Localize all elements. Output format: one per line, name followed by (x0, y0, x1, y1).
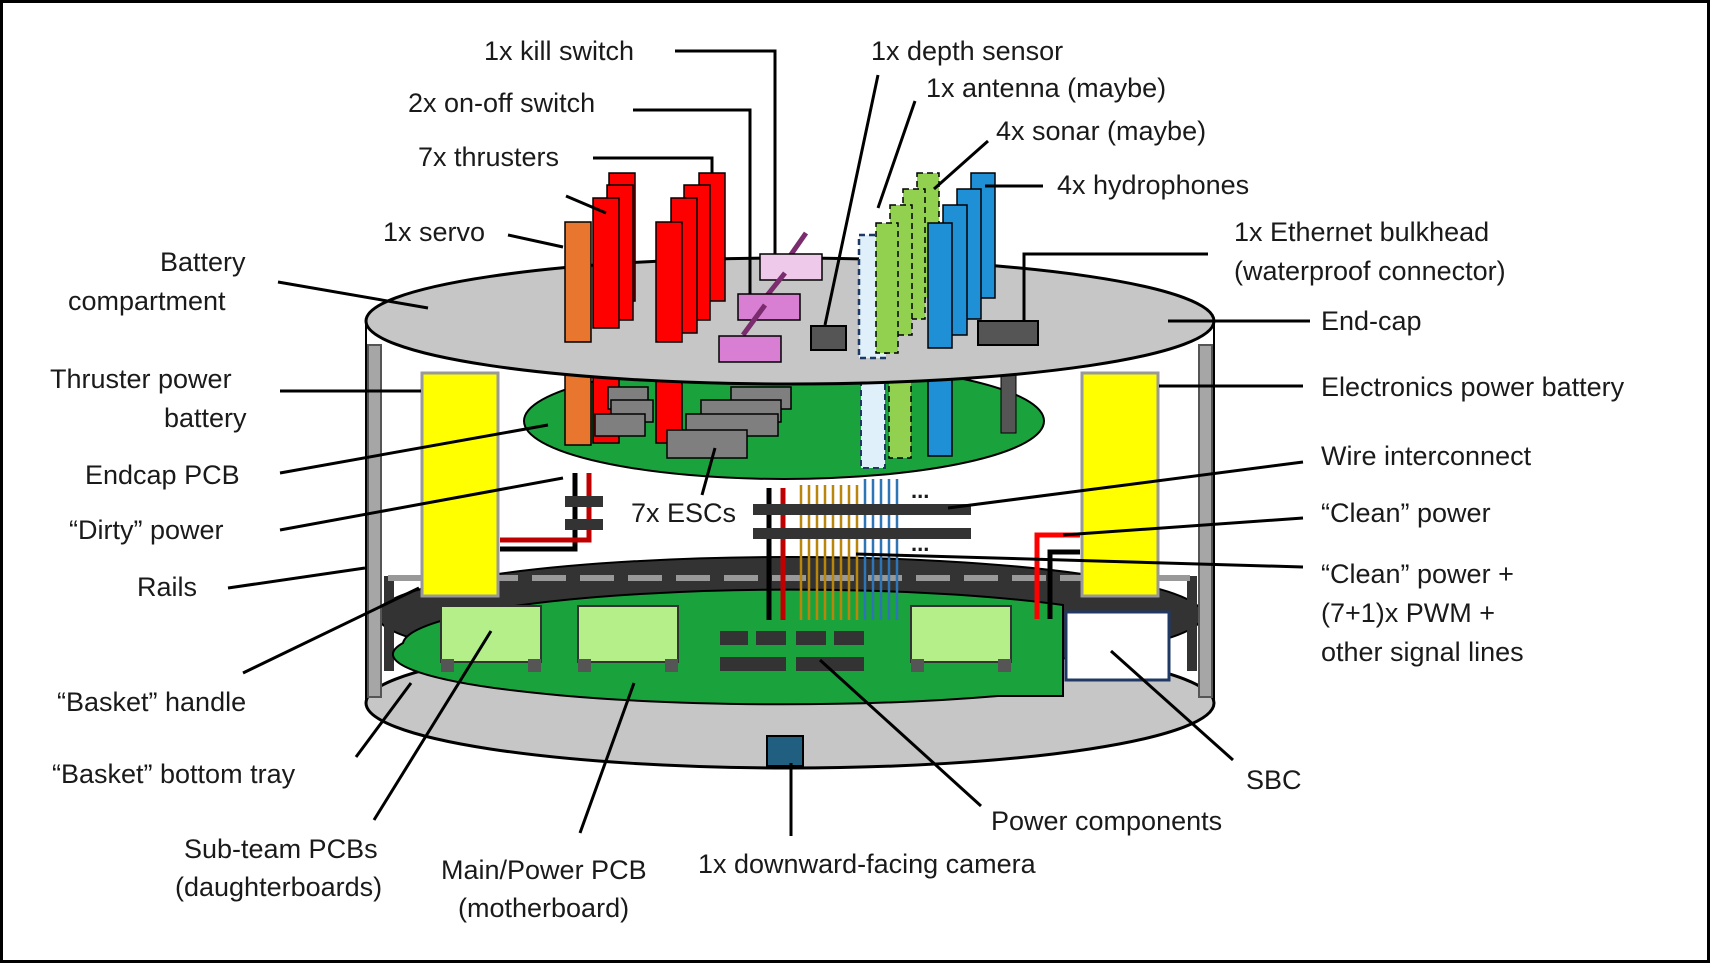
label-thruster-battery-2: battery (164, 403, 247, 433)
label-battery-compartment-2: compartment (68, 286, 226, 316)
basket-handle-right (1187, 576, 1197, 671)
label-on-off-switch: 2x on-off switch (408, 88, 595, 118)
kill-switch (759, 253, 823, 281)
label-ethernet-2: (waterproof connector) (1234, 256, 1506, 286)
label-camera: 1x downward-facing camera (698, 849, 1037, 879)
label-dirty-power: “Dirty” power (69, 515, 224, 545)
label-power-components: Power components (991, 806, 1222, 836)
daughterboard-2 (577, 605, 679, 672)
daughterboard-1 (440, 605, 542, 672)
hydrophone-lower (927, 367, 953, 457)
label-battery-compartment-1: Battery (160, 247, 246, 277)
label-kill-switch: 1x kill switch (484, 36, 634, 66)
hydrophones (927, 172, 996, 349)
label-servo: 1x servo (383, 217, 485, 247)
label-basket-handle: “Basket” handle (57, 687, 246, 717)
basket-handle-left (384, 576, 394, 671)
label-rails: Rails (137, 572, 197, 602)
label-esc: 7x ESCs (631, 498, 736, 528)
antenna-lower (860, 367, 886, 469)
label-antenna: 1x antenna (maybe) (926, 73, 1166, 103)
dirty-power-connector-2 (565, 519, 603, 530)
label-endcap-pcb: Endcap PCB (85, 460, 240, 490)
label-thrusters: 7x thrusters (418, 142, 559, 172)
ethernet-bulkhead (977, 320, 1039, 346)
label-wire-interconnect: Wire interconnect (1321, 441, 1532, 471)
label-subteam-pcbs-2: (daughterboards) (175, 872, 382, 902)
wire-interconnect-lower (753, 528, 971, 539)
sbc (1064, 610, 1171, 682)
servo-lower (564, 367, 592, 446)
label-electronics-battery: Electronics power battery (1321, 372, 1625, 402)
label-main-pcb-1: Main/Power PCB (441, 855, 647, 885)
rail-left (367, 344, 382, 698)
on-off-switch-lever-2 (740, 303, 768, 337)
label-thruster-battery-1: Thruster power (50, 364, 232, 394)
label-clean-pwm-3: other signal lines (1321, 637, 1524, 667)
depth-sensor (810, 325, 847, 351)
escs (594, 386, 792, 459)
main-pcb (391, 588, 1064, 706)
label-clean-power: “Clean” power (1321, 498, 1491, 528)
ellipsis-upper: ... (911, 478, 929, 503)
on-off-switch-2 (718, 335, 782, 363)
label-clean-pwm-1: “Clean” power + (1321, 559, 1514, 589)
dirty-power-wire-red (500, 473, 592, 543)
ellipsis-lower: ... (911, 531, 929, 556)
rail-right (1198, 344, 1213, 698)
label-hydrophones: 4x hydrophones (1057, 170, 1249, 200)
power-components (720, 631, 864, 671)
label-clean-pwm-2: (7+1)x PWM + (1321, 598, 1495, 628)
thrusters (592, 172, 726, 343)
on-off-switch-1 (737, 293, 801, 321)
label-sbc: SBC (1246, 765, 1302, 795)
standoff (1000, 367, 1017, 434)
leader-lines (227, 49, 1310, 836)
auv-electronics-diagram: ... ... (50, 36, 1625, 923)
thruster-battery (420, 371, 500, 598)
dirty-power-connector-1 (565, 496, 603, 507)
label-basket-tray: “Basket” bottom tray (52, 759, 296, 789)
labels: 1x kill switch 2x on-off switch 7x thrus… (50, 36, 1625, 923)
label-ethernet-1: 1x Ethernet bulkhead (1234, 217, 1489, 247)
label-subteam-pcbs-1: Sub-team PCBs (184, 834, 378, 864)
clean-power-wire-black (1047, 549, 1080, 619)
wire-interconnect-upper (753, 504, 971, 515)
label-sonar: 4x sonar (maybe) (996, 116, 1206, 146)
servo (564, 221, 592, 343)
daughterboard-3 (910, 605, 1012, 672)
label-end-cap: End-cap (1321, 306, 1422, 336)
camera (766, 735, 804, 767)
label-depth-sensor: 1x depth sensor (871, 36, 1063, 66)
label-main-pcb-2: (motherboard) (458, 893, 629, 923)
